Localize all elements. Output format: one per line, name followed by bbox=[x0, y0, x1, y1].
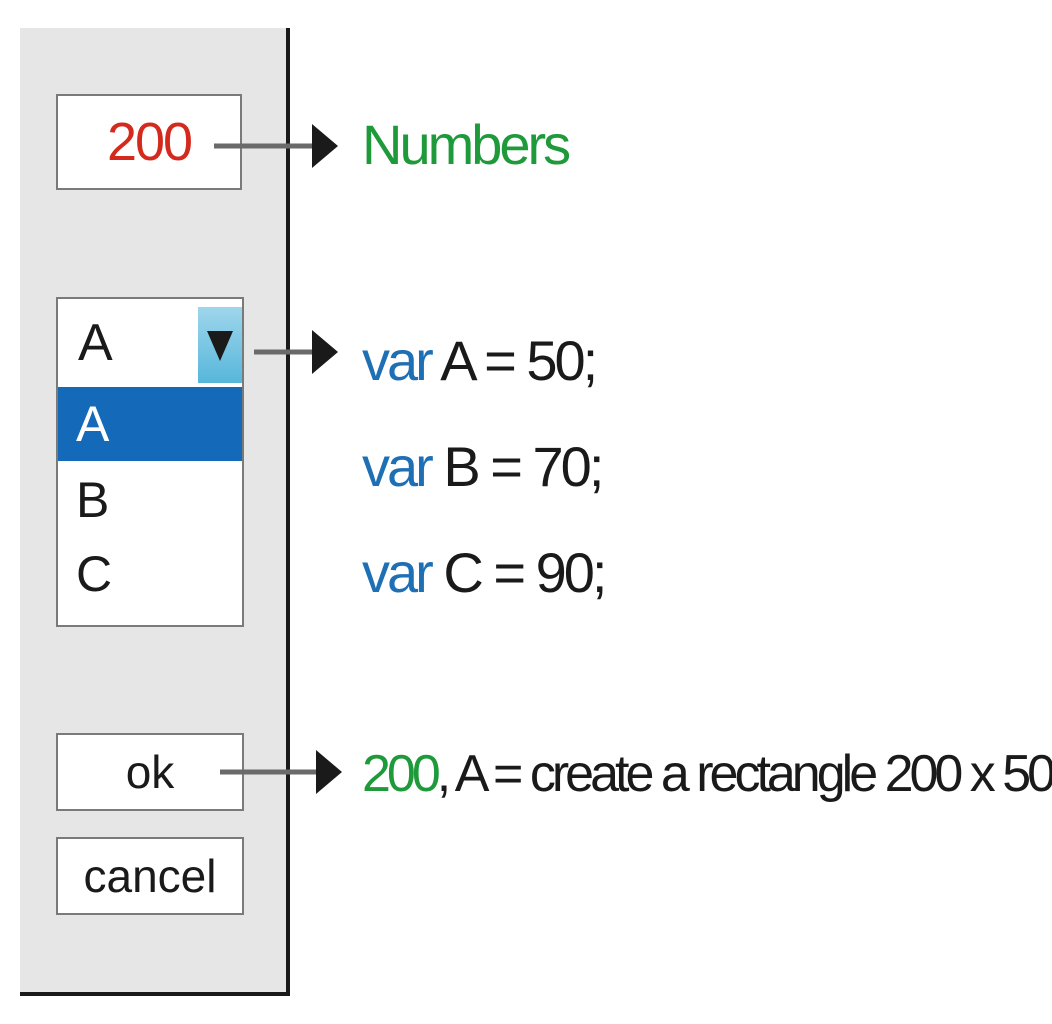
var-line: var A = 50; bbox=[362, 328, 598, 393]
arrow-numbers bbox=[214, 124, 338, 168]
var-assignment: B = 70; bbox=[443, 435, 604, 498]
result-description: , A = create a rectangle 200 x 50 bbox=[436, 745, 1052, 803]
dropdown-option[interactable]: A bbox=[58, 387, 242, 461]
dropdown-option[interactable]: B bbox=[76, 472, 110, 528]
var-keyword: var bbox=[362, 435, 434, 498]
number-input-value: 200 bbox=[106, 112, 193, 172]
result-number: 200 bbox=[362, 745, 441, 803]
var-line: var B = 70; bbox=[362, 434, 604, 499]
number-input[interactable]: 200 bbox=[56, 94, 242, 190]
connector-arrows bbox=[214, 124, 342, 794]
dropdown-list[interactable]: A A B C bbox=[56, 297, 244, 627]
triangle-down-icon bbox=[207, 331, 233, 361]
arrow-result bbox=[220, 750, 342, 794]
arrow-vars bbox=[254, 330, 338, 374]
var-assignment: A = 50; bbox=[440, 329, 598, 392]
var-keyword: var bbox=[362, 329, 434, 392]
dropdown-option[interactable]: C bbox=[76, 546, 113, 602]
dropdown-toggle-button[interactable] bbox=[198, 307, 242, 383]
dropdown-header[interactable]: A bbox=[58, 299, 242, 383]
result-line: 200, A = create a rectangle 200 x 50 bbox=[362, 744, 1052, 804]
var-keyword: var bbox=[362, 541, 434, 604]
var-assignment: C = 90; bbox=[443, 541, 607, 604]
dropdown-selected-value: A bbox=[78, 314, 113, 372]
diagram-canvas: 200 A A B C ok cancel Numbers bbox=[20, 28, 1052, 996]
var-line: var C = 90; bbox=[362, 540, 607, 605]
numbers-label: Numbers bbox=[362, 113, 571, 176]
cancel-button[interactable]: cancel bbox=[56, 837, 244, 915]
